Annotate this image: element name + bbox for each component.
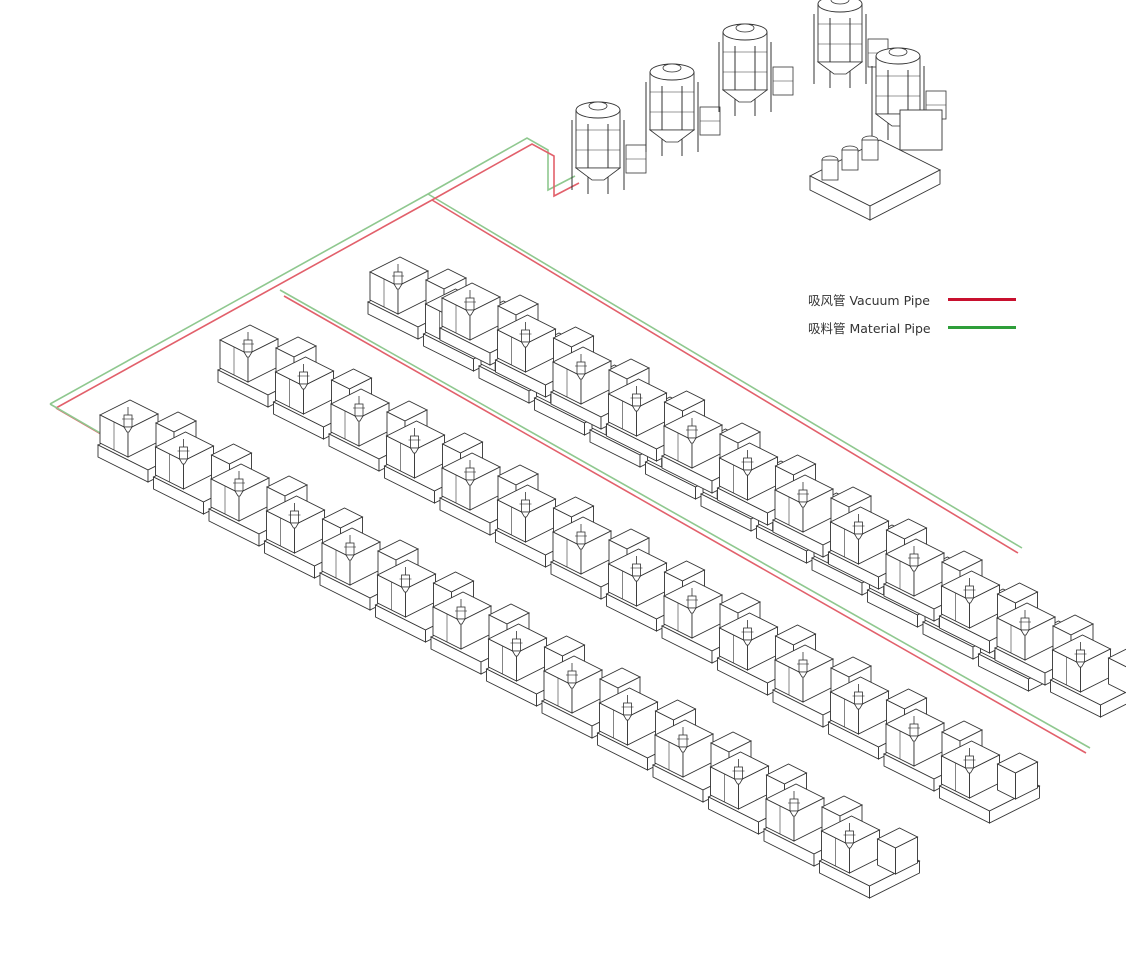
material-silo-icon [645, 63, 721, 157]
legend-swatch-material [948, 325, 1016, 329]
injection-molding-machine-icon [939, 740, 1040, 824]
injection-molding-machine-icon [819, 815, 920, 899]
material-silo-icon [718, 23, 794, 117]
material-silo-icon [571, 101, 647, 195]
central-material-station [571, 0, 947, 221]
vacuum-pump-icon [809, 109, 943, 221]
legend-label: 吸料管 Material Pipe [808, 320, 931, 336]
legend-swatch-vacuum [948, 297, 1016, 301]
legend: 吸风管 Vacuum Pipe 吸料管 Material Pipe [808, 288, 1028, 344]
main-material-pipe [49, 137, 1091, 749]
legend-item-material-pipe: 吸料管 Material Pipe [808, 316, 1028, 338]
legend-item-vacuum-pipe: 吸风管 Vacuum Pipe [808, 288, 1028, 310]
legend-label: 吸风管 Vacuum Pipe [808, 292, 930, 308]
machine-grid [97, 256, 1126, 899]
injection-molding-machine-icon [1050, 634, 1126, 718]
